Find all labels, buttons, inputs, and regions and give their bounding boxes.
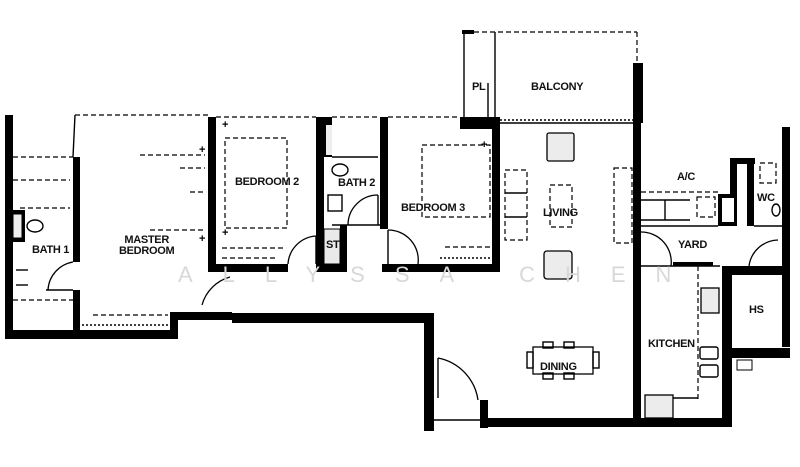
room-label-bedroom2: BEDROOM 2 [235,176,299,188]
wall-left [5,115,13,337]
room-label-bath1: BATH 1 [32,244,70,256]
wall-wc-top [730,158,755,164]
wall-bath2-top [316,117,328,125]
wall-living-right [633,63,641,427]
room-label-balcony: BALCONY [531,81,584,93]
room-label-ac: A/C [677,171,696,183]
room-label-pl: PL [472,81,486,93]
room-label-bedroom3: BEDROOM 3 [401,202,465,214]
wall-bed2-bath2 [316,117,324,272]
wall-st-bottom [316,264,347,272]
wall-kitchen-bottom-right [722,358,732,427]
svg-text:+: + [222,227,228,239]
wall-step-2 [170,312,232,320]
room-label-master-line2: BEDROOM [119,245,175,257]
wall-bath1-master-lower [73,290,80,335]
wall-bottom-left [5,330,177,339]
room-label-dining: DINING [540,361,577,373]
wall-hs-left [722,266,732,396]
room-label-bath2: BATH 2 [338,177,376,189]
room-label-master-line1: MASTER [124,234,169,246]
room-label-kitchen: KITCHEN [648,338,695,350]
armchair-bottom [543,250,573,280]
wall-wc-mid [747,158,754,226]
wall-master-bed2 [208,117,216,272]
room-label-wc: WC [757,192,775,204]
wall-st-right [340,225,347,272]
room-label-master: MASTER BEDROOM [119,234,175,257]
wall-entry-right [480,400,488,428]
wall-balcony-right [635,63,643,123]
room-label-yard: YARD [678,239,707,251]
wall-bottom-dining [480,418,730,427]
svg-text:+: + [481,139,487,151]
wall-hs-top [722,266,790,275]
wall-hs-bottom [722,348,790,358]
wall-bed3-bottom [382,264,500,272]
dining-table [532,346,594,375]
wall-bath2-bed3 [380,117,388,229]
wall-service-right [782,127,790,347]
room-label-hs: HS [749,304,764,316]
wall-entry-left [424,313,434,431]
wall-step-1 [170,312,178,339]
svg-text:+: + [199,144,205,156]
wall-corridor-bottom [232,313,434,323]
wall-wc-left [730,158,737,194]
svg-text:+: + [199,233,205,245]
wall-bed3-topright [460,117,500,129]
wall-bed2-bottom [208,264,288,272]
room-label-living: LIVING [543,207,578,219]
svg-text:+: + [222,119,228,131]
wall-bath1-master [73,157,80,262]
wall-bed3-right [492,117,500,272]
armchair-top [546,132,575,162]
room-label-st: ST [326,239,340,251]
